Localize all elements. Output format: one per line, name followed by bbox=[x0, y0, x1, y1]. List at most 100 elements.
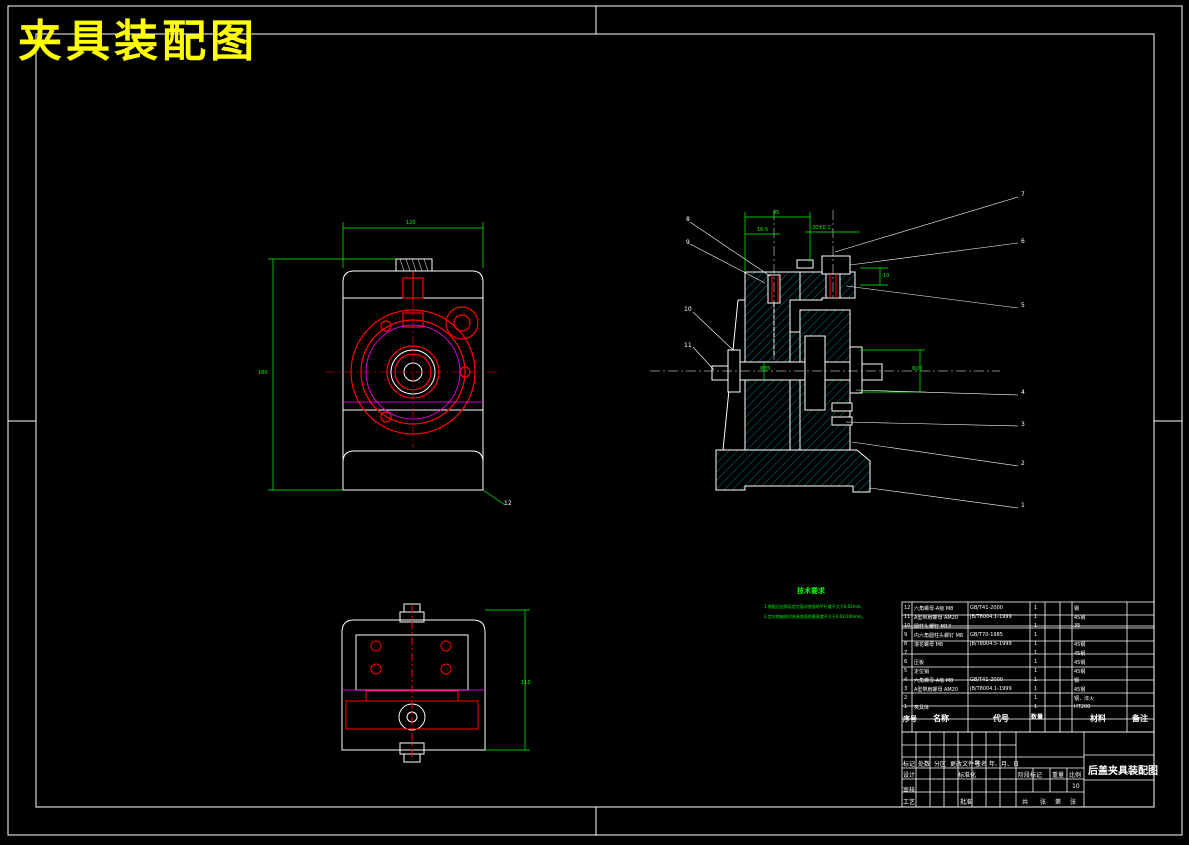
tb-label-process: 工艺 bbox=[903, 799, 916, 806]
tb-label-sheet: 张 bbox=[1070, 799, 1077, 806]
bom-cell-qty: 1 bbox=[1034, 659, 1038, 665]
bom-cell-no: 8 bbox=[904, 641, 908, 647]
bom-cell-no: 2 bbox=[904, 695, 908, 701]
bom-cell-qty: 1 bbox=[1034, 632, 1038, 638]
dim-side-right: 20±0.1 bbox=[812, 225, 831, 231]
bom-cell-code: GB/T41-2000 bbox=[970, 677, 1003, 683]
bom-cell-no: 3 bbox=[904, 686, 908, 692]
bom-cell-no: 9 bbox=[904, 632, 908, 638]
bom-cell-name: 内六角圆柱头螺钉 M8 bbox=[914, 633, 964, 639]
tb-label-total: 共 bbox=[1022, 799, 1029, 806]
tech-line-1: 1.装配后应保证定位面对底面的平行度不大于0.02mm。 bbox=[764, 604, 865, 609]
bom-cell-qty: 1 bbox=[1034, 641, 1038, 647]
bom-cell-code: JB/T8004.5-1999 bbox=[970, 641, 1012, 647]
bom-cell-name: 六角螺母-A级 M8 bbox=[914, 678, 954, 684]
dim-front-height: 180 bbox=[258, 370, 268, 376]
bom-cell-no: 10 bbox=[904, 623, 911, 629]
bom-cell-no: 7 bbox=[904, 650, 908, 656]
callout-11: 11 bbox=[684, 342, 692, 349]
bom-header-material: 材料 bbox=[1090, 714, 1106, 723]
title-block-grid bbox=[901, 731, 1155, 808]
bom-header-remark: 备注 bbox=[1132, 714, 1148, 723]
bom-cell-no: 12 bbox=[904, 605, 911, 611]
bom-cell-code: JB/T8004.1-1999 bbox=[970, 686, 1012, 692]
callout-8: 8 bbox=[686, 216, 690, 223]
bom-cell-no: 1 bbox=[904, 704, 908, 710]
top-dimensions bbox=[485, 609, 530, 751]
bom-cell-qty: 1 bbox=[1034, 695, 1038, 701]
callout-6: 6 bbox=[1021, 238, 1025, 245]
callout-9: 9 bbox=[686, 239, 690, 246]
bom-cell-qty: 1 bbox=[1034, 668, 1038, 674]
bom-cell-name: 滚花螺母 M8 bbox=[914, 642, 944, 648]
bom-cell-material: HT200 bbox=[1074, 704, 1091, 710]
drawing-title: 夹具装配图 bbox=[18, 16, 258, 67]
bom-cell-material: 45钢 bbox=[1074, 669, 1086, 675]
callout-4: 4 bbox=[1021, 389, 1025, 396]
bom-cell-qty: 1 bbox=[1034, 605, 1038, 611]
dim-side-small: 10 bbox=[883, 273, 890, 279]
tb-scale-value: 10 bbox=[1072, 783, 1080, 790]
bom-cell-material: 45钢 bbox=[1074, 651, 1086, 657]
bom-header-no: 序号 bbox=[903, 715, 917, 723]
bom-cell-name: 夹具体 bbox=[914, 705, 930, 711]
callout-1: 1 bbox=[1021, 502, 1025, 509]
bom-header-code: 代号 bbox=[993, 714, 1009, 723]
tb-label-change: 更改文件号 bbox=[950, 761, 981, 768]
side-view bbox=[711, 255, 883, 493]
bom-cell-material: 45钢 bbox=[1074, 642, 1086, 648]
bom-header-qty: 数量 bbox=[1031, 714, 1044, 721]
bom-cell-no: 5 bbox=[904, 668, 908, 674]
bom-cell-no: 4 bbox=[904, 677, 908, 683]
callout-5: 5 bbox=[1021, 302, 1025, 309]
tb-label-weight: 重量 bbox=[1052, 772, 1065, 779]
tb-label-scale: 比例 bbox=[1069, 772, 1082, 779]
bom-cell-material: 钢 bbox=[1074, 606, 1080, 612]
tb-label-sheets: 张 bbox=[1040, 799, 1047, 806]
bom-cell-material: 35 bbox=[1074, 623, 1081, 629]
bom-cell-code: GB/T70-1985 bbox=[970, 632, 1003, 638]
tb-label-sign: 签名 bbox=[975, 761, 988, 768]
bom-cell-name: 定位销 bbox=[914, 669, 930, 675]
bom-cell-name: A型带肩螺母 AM20 bbox=[914, 687, 959, 693]
callout-12: 12 bbox=[504, 500, 512, 507]
dim-side-hole: Φ20 bbox=[912, 366, 923, 372]
bom-cell-name: A型带肩螺母 AM20 bbox=[914, 615, 959, 621]
dim-top-height: 110 bbox=[521, 680, 531, 686]
side-centerlines bbox=[650, 210, 1000, 372]
bom-cell-name: 压板 bbox=[914, 660, 925, 666]
tech-title: 技术要求 bbox=[797, 587, 825, 595]
bom-cell-qty: 1 bbox=[1034, 623, 1038, 629]
bom-cell-qty: 1 bbox=[1034, 614, 1038, 620]
part-name: 后盖夹具装配图 bbox=[1088, 766, 1158, 777]
bom-cell-code: GB/T41-2000 bbox=[970, 605, 1003, 611]
top-red-part bbox=[345, 605, 479, 760]
side-red-lines bbox=[771, 274, 837, 302]
callout-2: 2 bbox=[1021, 460, 1025, 467]
tb-label-date: 年、月、日 bbox=[989, 761, 1020, 768]
tb-label-no: 第 bbox=[1055, 799, 1062, 806]
bom-cell-material: 钢 bbox=[1074, 678, 1080, 684]
front-dimensions bbox=[268, 222, 506, 506]
tb-label-design: 设计 bbox=[903, 772, 916, 779]
front-magenta bbox=[343, 324, 483, 420]
bom-grid bbox=[901, 601, 1155, 733]
dim-side-total: 45 bbox=[773, 210, 780, 216]
sheet-frame bbox=[7, 5, 1183, 836]
bom-cell-qty: 1 bbox=[1034, 650, 1038, 656]
tb-label-zone: 分区 bbox=[934, 761, 947, 768]
bom-cell-material: 45钢 bbox=[1074, 687, 1086, 693]
bom-cell-name: 圆柱头螺钉 M12 bbox=[914, 624, 952, 630]
bom-cell-qty: 1 bbox=[1034, 686, 1038, 692]
bom-cell-material: 45钢 bbox=[1074, 615, 1086, 621]
tb-label-stage: 阶段标记 bbox=[1018, 772, 1043, 779]
bom-cell-material: 45钢 bbox=[1074, 660, 1086, 666]
bom-cell-material: 钢，淬火 bbox=[1074, 696, 1095, 702]
bom-cell-name: 六角螺母-A级 M8 bbox=[914, 606, 954, 612]
bom-cell-no: 11 bbox=[904, 614, 911, 620]
dim-front-width: 120 bbox=[406, 220, 416, 226]
bom-cell-qty: 1 bbox=[1034, 677, 1038, 683]
callout-3: 3 bbox=[1021, 421, 1025, 428]
top-view bbox=[341, 603, 486, 763]
